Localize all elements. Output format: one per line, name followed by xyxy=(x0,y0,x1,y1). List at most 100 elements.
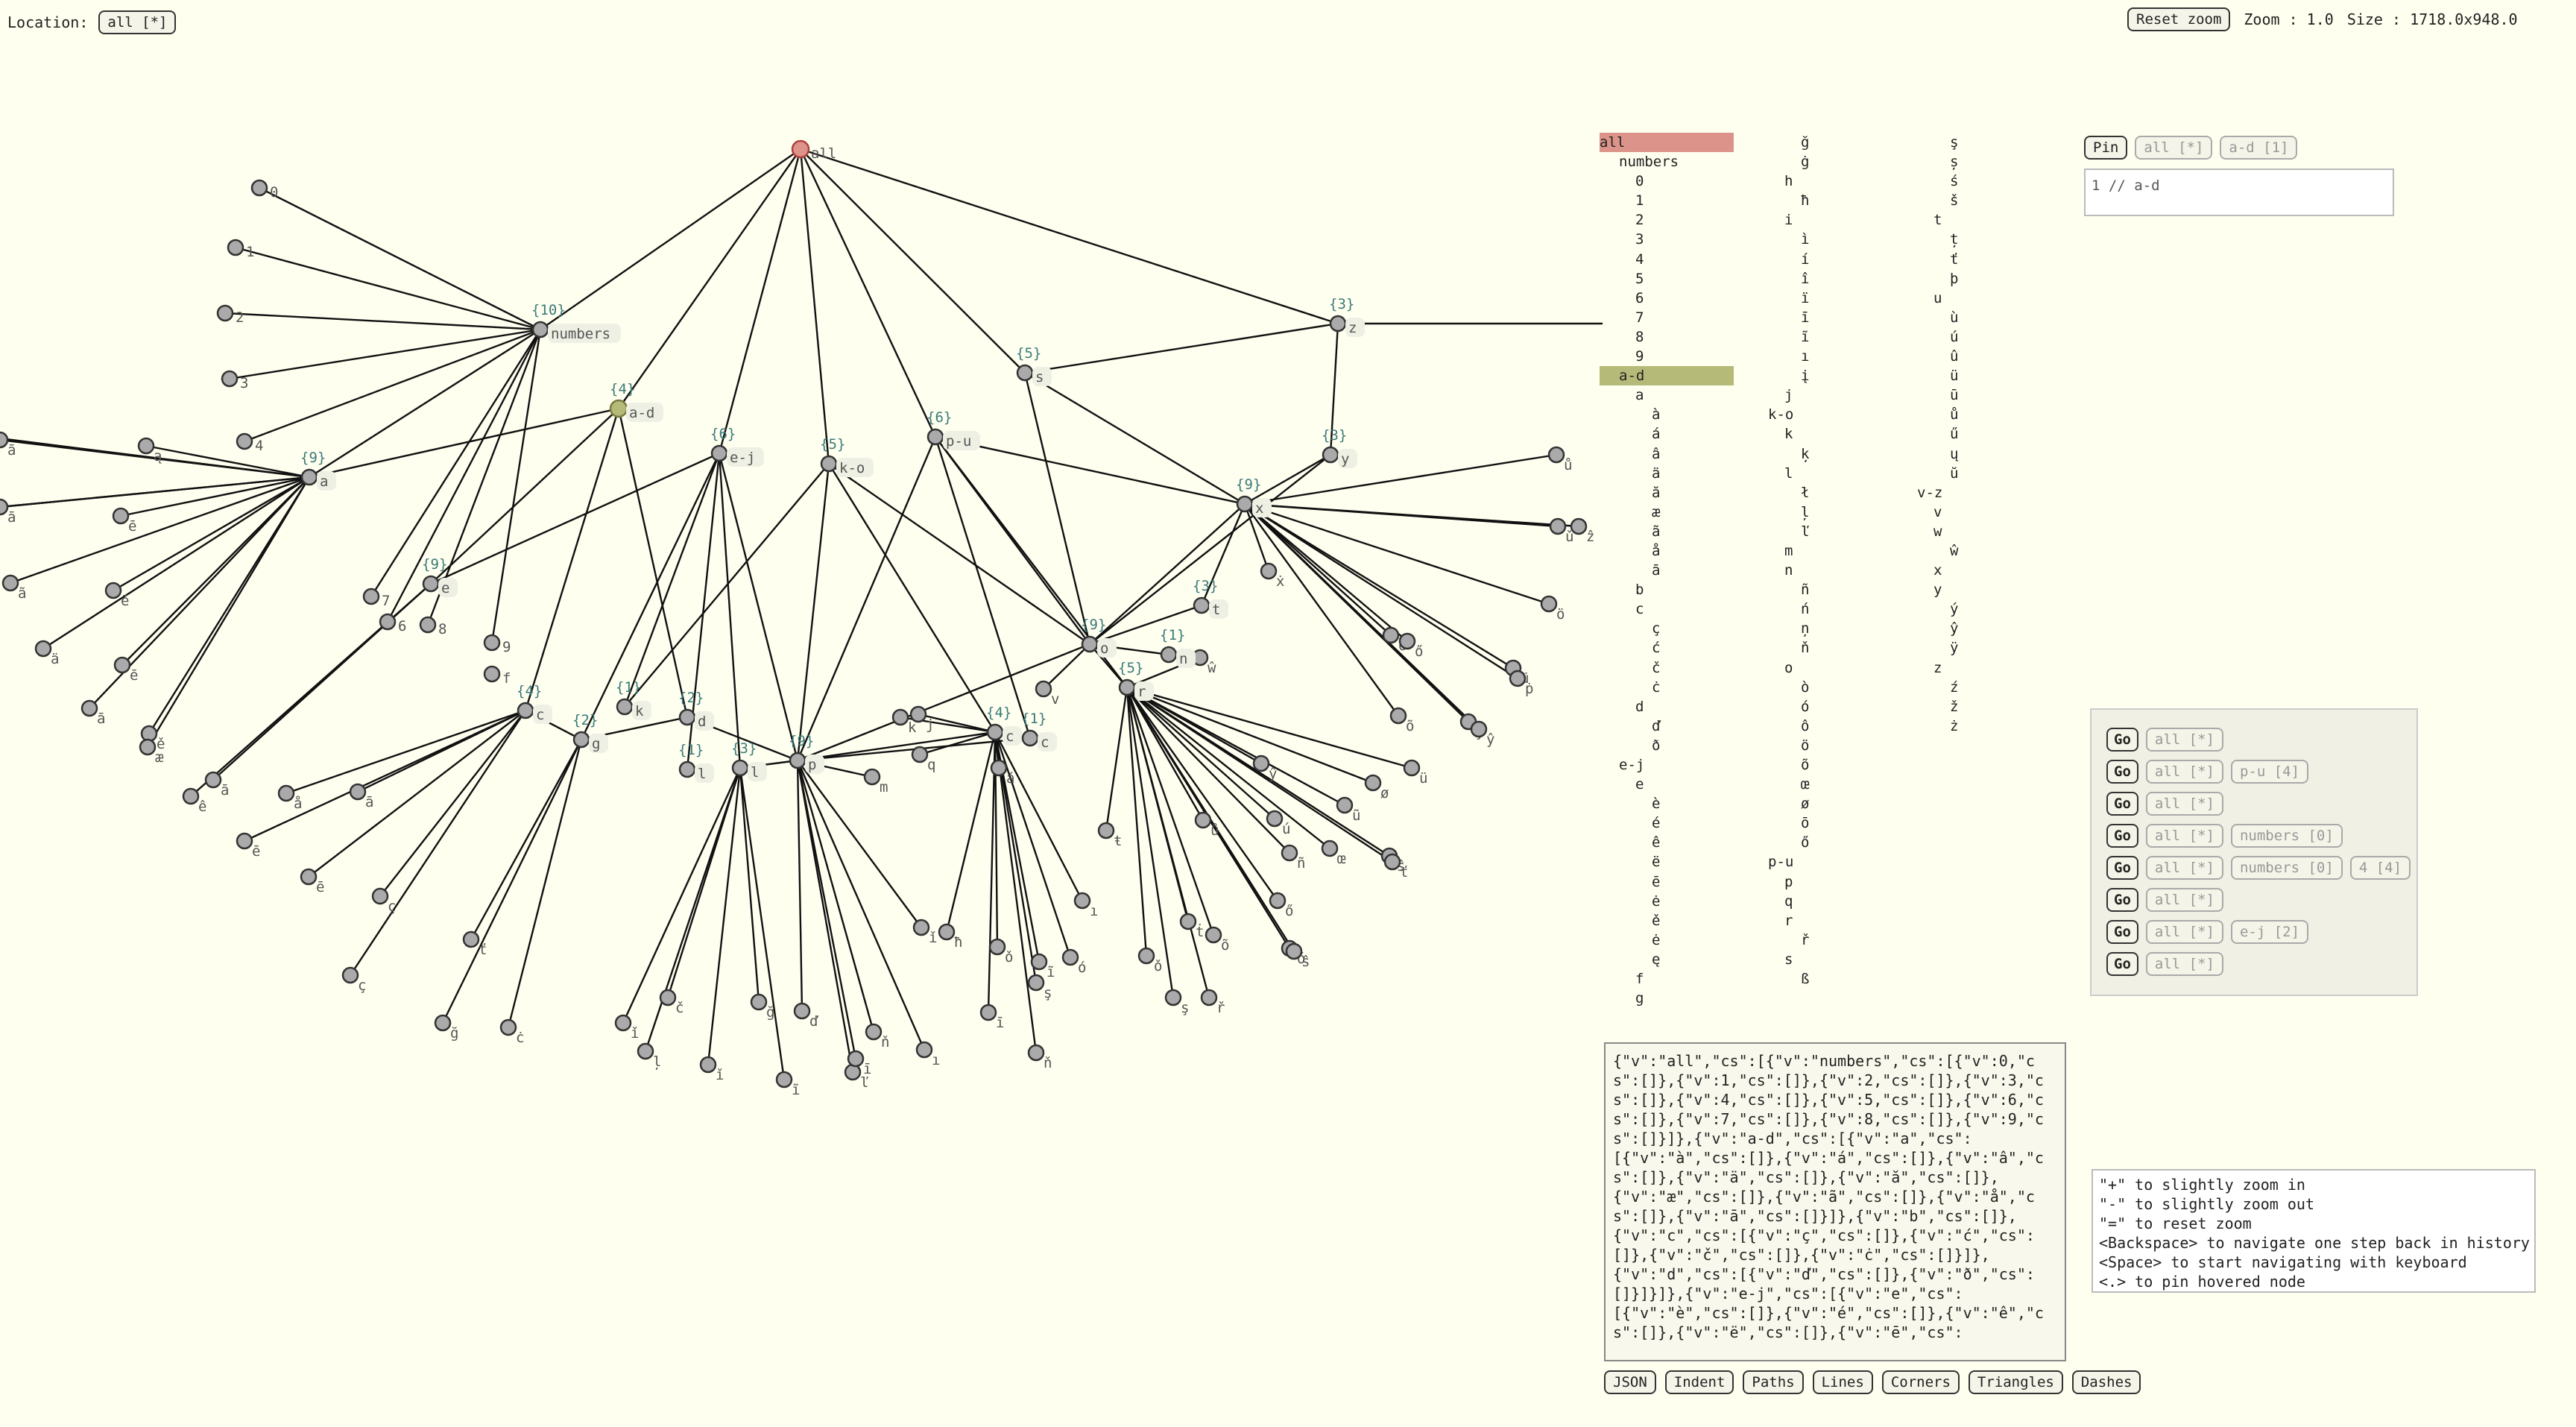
tree-row[interactable]: 4 xyxy=(1635,251,1644,268)
graph-node[interactable] xyxy=(104,582,122,599)
tree-row[interactable]: ď xyxy=(1652,717,1661,734)
tree-row[interactable]: 3 xyxy=(1635,231,1644,248)
graph-node[interactable] xyxy=(1329,315,1347,333)
mode-lines-button[interactable]: Lines xyxy=(1812,1370,1873,1394)
tree-row[interactable]: ŭ xyxy=(1950,464,1959,482)
tree-row[interactable]: v-z xyxy=(1917,484,1943,501)
tree-row[interactable]: ė xyxy=(1652,892,1661,910)
graph-node[interactable] xyxy=(1398,632,1416,650)
tree-row[interactable]: ü xyxy=(1950,368,1959,385)
graph-node[interactable] xyxy=(1027,1044,1045,1062)
location-crumb[interactable]: all [*] xyxy=(98,10,177,34)
tree-row[interactable]: ë xyxy=(1652,854,1661,871)
graph-node[interactable] xyxy=(699,1056,717,1074)
graph-node[interactable] xyxy=(1281,844,1298,862)
graph-node[interactable] xyxy=(499,1018,517,1036)
pin-crumb[interactable]: all [*] xyxy=(2135,136,2213,160)
graph-node[interactable] xyxy=(1266,810,1284,828)
tree-row[interactable]: è xyxy=(1652,796,1661,813)
history-crumb[interactable]: e-j [2] xyxy=(2230,920,2309,944)
tree-row[interactable]: e xyxy=(1635,776,1644,793)
graph-node[interactable] xyxy=(1252,755,1270,772)
tree-row[interactable]: ț xyxy=(1950,231,1959,248)
tree-row[interactable]: ß xyxy=(1801,971,1810,988)
graph-node[interactable] xyxy=(1030,953,1048,971)
graph-node[interactable] xyxy=(1322,446,1339,464)
tree-row[interactable]: þ xyxy=(1950,270,1959,287)
tree-row[interactable]: ě xyxy=(1652,912,1661,929)
history-go-button[interactable]: Go xyxy=(2106,728,2138,752)
tree-row[interactable]: numbers xyxy=(1619,154,1679,171)
graph-node[interactable] xyxy=(775,1071,793,1089)
tree-row[interactable]: ô xyxy=(1801,717,1810,734)
history-go-button[interactable]: Go xyxy=(2106,760,2138,784)
tree-row[interactable]: ř xyxy=(1801,931,1810,948)
tree-row[interactable]: q xyxy=(1784,892,1793,910)
graph-node[interactable] xyxy=(637,1042,654,1060)
graph-node[interactable] xyxy=(1470,720,1488,738)
tree-row[interactable]: í xyxy=(1801,251,1810,268)
mode-corners-button[interactable]: Corners xyxy=(1881,1370,1960,1394)
graph-node[interactable] xyxy=(1193,596,1210,614)
tree-row[interactable]: 5 xyxy=(1635,270,1644,287)
tree-row[interactable]: ı xyxy=(1801,348,1810,365)
graph-node[interactable] xyxy=(609,399,628,418)
tree-row[interactable]: 1 xyxy=(1635,192,1644,210)
graph-node[interactable] xyxy=(113,656,131,674)
tree-row[interactable]: ų xyxy=(1950,445,1959,462)
tree-row[interactable]: a-d xyxy=(1600,366,1734,386)
graph-node[interactable] xyxy=(300,868,318,886)
tree-row[interactable]: ċ xyxy=(1652,678,1661,696)
tree-row[interactable]: f xyxy=(1635,971,1644,988)
tree-row[interactable]: o xyxy=(1784,659,1793,676)
graph-node[interactable] xyxy=(137,437,155,455)
tree-row[interactable]: ź xyxy=(1950,678,1959,696)
mode-indent-button[interactable]: Indent xyxy=(1664,1370,1734,1394)
graph-node[interactable] xyxy=(750,993,768,1011)
tree-row[interactable]: ň xyxy=(1801,640,1810,657)
tree-row[interactable]: p-u xyxy=(1768,854,1794,871)
tree-row[interactable]: ġ xyxy=(1801,154,1810,171)
tree-row[interactable]: i xyxy=(1784,212,1793,229)
tree-row[interactable]: ã xyxy=(1652,523,1661,540)
graph-node[interactable] xyxy=(1200,989,1218,1007)
tree-row[interactable]: p xyxy=(1784,873,1793,890)
graph-node[interactable] xyxy=(1570,517,1588,535)
graph-node[interactable] xyxy=(938,923,956,941)
graph-node[interactable] xyxy=(80,699,98,717)
tree-row[interactable]: ė xyxy=(1652,931,1661,948)
tree-row[interactable]: ś xyxy=(1950,173,1959,190)
tree-row[interactable]: ý xyxy=(1950,601,1959,618)
tree-row[interactable]: é xyxy=(1652,815,1661,832)
tree-row[interactable]: ņ xyxy=(1801,620,1810,637)
reset-zoom-button[interactable]: Reset zoom xyxy=(2127,7,2231,31)
graph-node[interactable] xyxy=(789,752,806,769)
graph-node[interactable] xyxy=(1382,626,1400,644)
graph-node[interactable] xyxy=(915,1041,933,1059)
graph-node[interactable] xyxy=(1035,680,1052,698)
graph-node[interactable] xyxy=(277,784,295,802)
tree-row[interactable]: ů xyxy=(1950,406,1959,423)
graph-node[interactable] xyxy=(1097,822,1115,839)
tree-row[interactable]: c xyxy=(1635,601,1644,618)
tree-row[interactable]: å xyxy=(1652,542,1661,559)
history-crumb[interactable]: p-u [4] xyxy=(2230,760,2309,784)
tree-row[interactable]: į xyxy=(1801,368,1810,385)
tree-row[interactable]: õ xyxy=(1801,757,1810,773)
graph-node[interactable] xyxy=(911,746,929,763)
graph-node[interactable] xyxy=(616,698,634,716)
tree-row[interactable]: 0 xyxy=(1635,173,1644,190)
mode-dashes-button[interactable]: Dashes xyxy=(2071,1370,2141,1394)
tree-row[interactable]: t xyxy=(1933,212,1942,229)
graph-node[interactable] xyxy=(926,428,944,446)
history-crumb[interactable]: numbers [0] xyxy=(2230,856,2343,880)
graph-node[interactable] xyxy=(139,738,157,756)
tree-row[interactable]: k-o xyxy=(1768,406,1794,423)
tree-row[interactable]: ö xyxy=(1801,737,1810,754)
history-crumb[interactable]: all [*] xyxy=(2145,728,2223,752)
graph-node[interactable] xyxy=(341,966,359,984)
history-crumb[interactable]: all [*] xyxy=(2145,856,2223,880)
tree-row[interactable]: ń xyxy=(1801,601,1810,618)
tree-row[interactable]: ç xyxy=(1652,620,1661,637)
graph-node[interactable] xyxy=(614,1014,632,1032)
